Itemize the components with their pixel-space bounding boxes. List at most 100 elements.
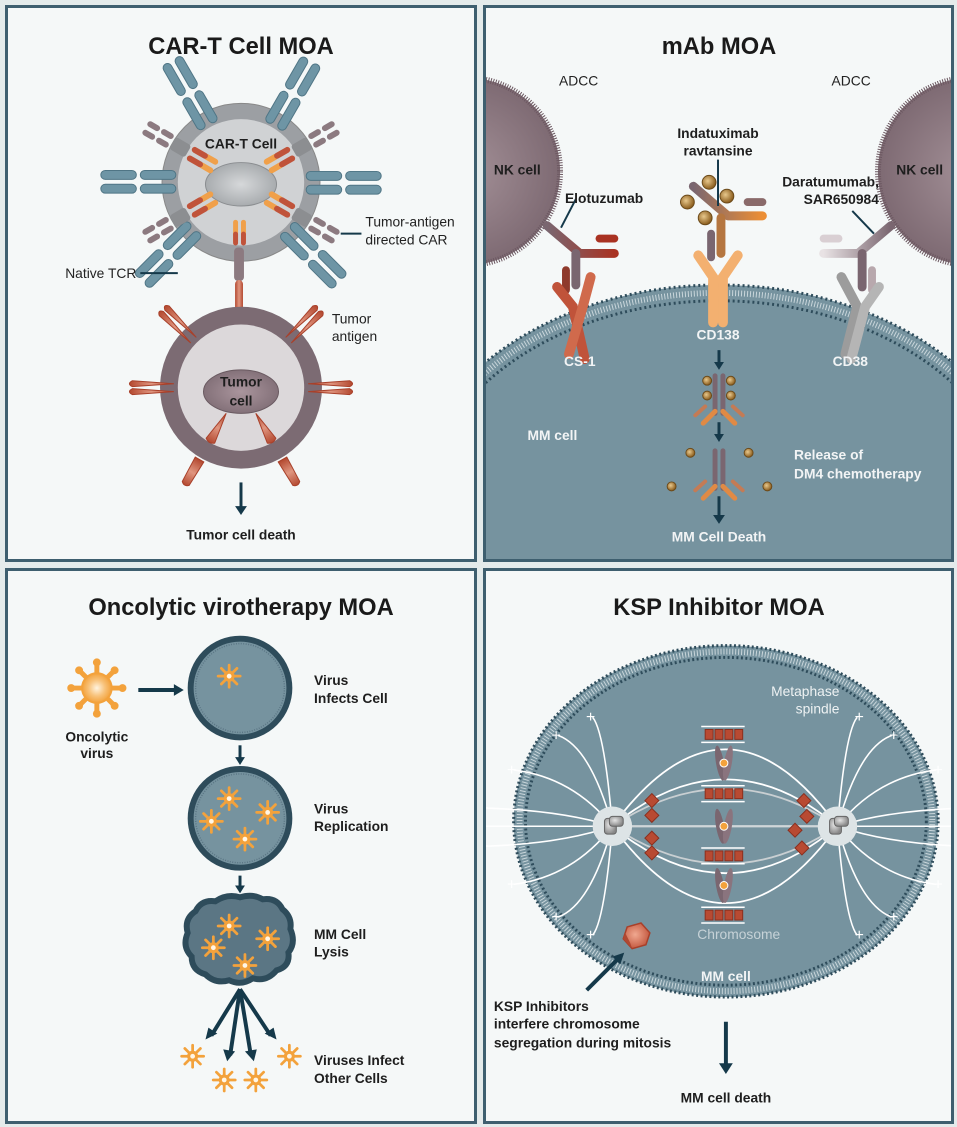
daratumumab-antibody	[819, 221, 896, 294]
car-receptor	[263, 191, 340, 244]
step3-label-line1: MM Cell	[314, 926, 366, 942]
tcr-receptor	[305, 170, 382, 195]
nk-cell-right-label: NK cell	[896, 161, 943, 177]
ksp-diagram: KSP Inhibitor MOA Metaphase spindle + + + +…	[486, 595, 951, 1106]
release-label-line2: DM4 chemotherapy	[794, 465, 922, 481]
tumor-antigen	[285, 304, 324, 344]
spread-arrows	[205, 988, 277, 1062]
antigen-label-line2: antigen	[332, 328, 377, 344]
ksp-motor	[734, 850, 744, 862]
step1-label-line1: Virus	[314, 672, 349, 688]
mab-outcome-label: MM Cell Death	[672, 529, 766, 545]
virus-icon	[211, 1067, 237, 1093]
cart-outcome-label: Tumor cell death	[186, 527, 296, 543]
spindle-microtubule	[611, 748, 839, 827]
plus-end-marker: +	[889, 727, 898, 744]
ksp-motor	[734, 788, 744, 800]
tcr-label: Native TCR	[65, 265, 136, 281]
ksp-inhibitor-icon	[622, 922, 651, 950]
release-label-line1: Release of	[794, 447, 863, 463]
inhibitor-label-line1: KSP Inhibitors	[494, 998, 589, 1014]
antigen-label-line1: Tumor	[332, 310, 372, 326]
plus-end-marker: +	[934, 762, 943, 779]
tumor-antigen	[158, 304, 197, 344]
spindle-label-line2: spindle	[796, 701, 840, 717]
step2-label-line1: Virus	[314, 800, 349, 816]
tumor-cell	[160, 306, 322, 469]
ksp-motor	[796, 792, 812, 809]
ksp-motor	[799, 808, 815, 825]
ksp-motor	[714, 729, 724, 740]
panel-title: KSP Inhibitor MOA	[613, 595, 824, 621]
car-label-line2: directed CAR	[365, 232, 447, 248]
mm-cell-label: MM cell	[527, 427, 577, 443]
cd138-receptor	[693, 250, 743, 328]
ksp-motor	[704, 909, 714, 921]
plus-end-marker: +	[507, 876, 516, 893]
down-arrow-icon	[718, 1021, 733, 1075]
car-label-line1: Tumor-antigen	[365, 214, 454, 230]
tumor-antigen	[255, 412, 301, 487]
tumor-antigen-group	[128, 304, 354, 487]
ksp-motor	[704, 729, 714, 740]
cart-cell-label: CAR-T Cell	[205, 136, 277, 152]
ksp-motor	[734, 909, 744, 921]
down-arrow-icon	[235, 482, 247, 516]
adcc-left-label: ADCC	[559, 73, 598, 89]
ksp-motor	[714, 850, 724, 862]
mab-diagram: mAb MOA NK cell NK cell ADCC ADCC Elotuz…	[486, 34, 951, 559]
virus-icon	[277, 1043, 302, 1069]
oncolytic-moa-panel: Oncolytic virotherapy MOA Oncolytic viru…	[5, 568, 477, 1124]
cart-diagram: CAR-T Cell MOA CAR-T Cell Tumor-antigen …	[65, 34, 455, 543]
ksp-motor	[724, 909, 734, 921]
centrosome-icon	[592, 806, 633, 846]
car-receptor	[263, 121, 340, 174]
panel-title: Oncolytic virotherapy MOA	[88, 595, 393, 621]
ksp-motor	[714, 788, 724, 800]
inhibitor-arrow-icon	[585, 952, 625, 992]
chromosome	[715, 808, 733, 844]
tcr-receptor	[100, 169, 177, 194]
nk-cell-left	[486, 76, 563, 267]
car-receptor-group	[142, 121, 340, 244]
tumor-cell-label-line1: Tumor	[220, 374, 263, 390]
step4-label-line1: Viruses Infect	[314, 1052, 405, 1068]
plus-end-marker: +	[855, 709, 864, 726]
oncolytic-virus-label-line1: Oncolytic	[65, 728, 128, 744]
elotuzumab-label: Elotuzumab	[565, 190, 643, 206]
oncolytic-virus-label-line2: virus	[80, 745, 113, 761]
ksp-motor	[787, 822, 803, 838]
replicating-cell	[187, 766, 293, 871]
chromosome	[715, 867, 733, 904]
daratumumab-label-line1: Daratumumab,	[782, 173, 879, 189]
plus-end-marker: +	[486, 838, 489, 855]
virus-icon	[180, 1043, 205, 1069]
cd38-label: CD38	[833, 353, 869, 369]
infected-cell	[187, 635, 293, 741]
cart-moa-panel: CAR-T Cell MOA CAR-T Cell Tumor-antigen …	[5, 5, 477, 562]
ksp-motor	[644, 792, 660, 809]
ksp-moa-panel: KSP Inhibitor MOA Metaphase spindle + + + +…	[483, 568, 954, 1124]
virus-icon	[216, 913, 242, 939]
oncolytic-diagram: Oncolytic virotherapy MOA Oncolytic viru…	[65, 595, 405, 1093]
ksp-motor	[704, 788, 714, 800]
virus-icon	[232, 826, 258, 852]
down-arrow-icon	[714, 422, 724, 442]
down-arrow-icon	[714, 350, 724, 370]
tumor-cell-label-line2: cell	[229, 392, 252, 408]
elotuzumab-leader	[560, 198, 577, 229]
metaphase-spindle: ++++++++++++++++++	[486, 709, 951, 944]
car-receptor	[142, 191, 219, 244]
mm-cell-label: MM cell	[701, 968, 751, 984]
native-tcr-group	[100, 56, 382, 289]
tumor-antigen	[308, 380, 354, 396]
cs1-label: CS-1	[564, 353, 596, 369]
tcr-receptor	[265, 56, 321, 131]
plus-end-marker: +	[934, 876, 943, 893]
spindle-label-line1: Metaphase	[771, 683, 840, 699]
down-arrow-icon	[235, 875, 245, 894]
chromosome	[715, 745, 733, 781]
inhibitor-label-line2: interfere chromosome	[494, 1016, 640, 1032]
daratumumab-label-line2: SAR650984	[804, 191, 880, 207]
mab-moa-panel: mAb MOA NK cell NK cell ADCC ADCC Elotuz…	[483, 5, 954, 562]
